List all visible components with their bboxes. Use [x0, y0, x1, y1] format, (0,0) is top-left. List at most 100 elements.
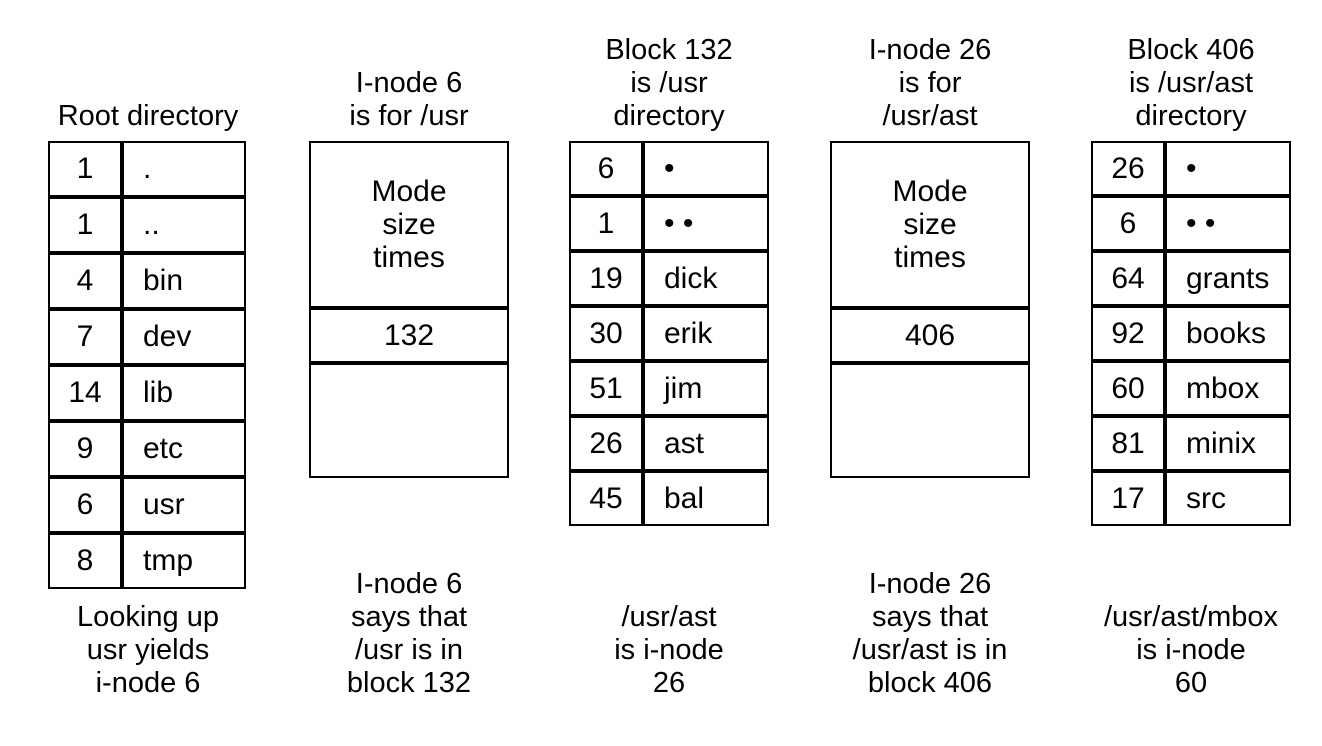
entry-name-cell: src: [1165, 471, 1291, 526]
inode-number-cell: 19: [569, 251, 643, 306]
block-132-row: 1• •: [569, 196, 769, 251]
entry-name-cell: minix: [1165, 416, 1291, 471]
entry-name-cell: ast: [643, 416, 769, 471]
inode-6-attribute-line: Mode: [371, 175, 447, 208]
entry-name-cell: jim: [643, 361, 769, 416]
block-406-title-line: directory: [1135, 100, 1247, 132]
entry-name-cell: •: [643, 141, 769, 196]
inode-6-block-pointer-cell: 132: [309, 308, 509, 363]
block-132-title-line: Block 132: [605, 34, 733, 66]
inode-number-cell: 51: [569, 361, 643, 416]
inode-number-cell: 30: [569, 306, 643, 361]
inode-26-caption-line: block 406: [867, 667, 993, 699]
entry-name-cell: bin: [122, 253, 246, 309]
inode-number-cell: 8: [48, 533, 122, 589]
inode-number-cell: 4: [48, 253, 122, 309]
inode-number-cell: 26: [1091, 141, 1165, 196]
root-directory-caption-line: i-node 6: [95, 667, 201, 699]
entry-name-cell: bal: [643, 471, 769, 526]
inode-number-cell: 1: [48, 141, 122, 197]
inode-6-attribute-line: size: [382, 208, 436, 241]
root-directory-caption-line: Looking up: [77, 601, 219, 633]
inode-26-attribute-line: times: [894, 241, 966, 274]
inode-number-cell: 7: [48, 309, 122, 365]
block-132-caption-line: /usr/ast: [621, 601, 717, 633]
block-132-title-line: directory: [613, 100, 725, 132]
block-406-row: 26•: [1091, 141, 1291, 196]
inode-number-cell: 81: [1091, 416, 1165, 471]
block-406-caption-line: 60: [1174, 667, 1208, 699]
inode-number-cell: 1: [569, 196, 643, 251]
inode-6-title-line: is for /usr: [349, 100, 469, 132]
entry-name-cell: usr: [122, 477, 246, 533]
block-132-title-line: is /usr: [630, 67, 708, 99]
entry-name-cell: mbox: [1165, 361, 1291, 416]
inode-6-title-line: I-node 6: [355, 67, 463, 99]
entry-name-cell: •: [1165, 141, 1291, 196]
root-directory-title: Root directory: [8, 100, 288, 133]
inode-6-caption-line: block 132: [346, 667, 472, 699]
block-132-row: 6•: [569, 141, 769, 196]
inode-number-cell: 14: [48, 365, 122, 421]
inode-number-cell: 60: [1091, 361, 1165, 416]
root-directory-title-line: Root directory: [57, 100, 239, 132]
inode-26-block-pointer-cell: 406: [830, 308, 1030, 363]
block-406-title-line: Block 406: [1127, 34, 1255, 66]
inode-26-title-line: I-node 26: [868, 34, 992, 66]
entry-name-cell: ..: [122, 197, 246, 253]
entry-name-cell: dev: [122, 309, 246, 365]
entry-name-cell: lib: [122, 365, 246, 421]
inode-26-attribute-line: Mode: [892, 175, 968, 208]
inode-26-caption-line: says that: [871, 601, 989, 633]
block-132-caption-line: 26: [652, 667, 686, 699]
inode-number-cell: 45: [569, 471, 643, 526]
inode-number-cell: 9: [48, 421, 122, 477]
inode-26-title-line: /usr/ast: [882, 100, 978, 132]
inode-number-cell: 6: [569, 141, 643, 196]
inode-26-title-line: is for: [898, 67, 962, 99]
block-406-row: 6• •: [1091, 196, 1291, 251]
inode-number-cell: 64: [1091, 251, 1165, 306]
inode-6-caption-line: I-node 6: [355, 568, 463, 600]
entry-name-cell: books: [1165, 306, 1291, 361]
inode-number-cell: 26: [569, 416, 643, 471]
inode-6-attribute-line: times: [373, 241, 445, 274]
entry-name-cell: grants: [1165, 251, 1291, 306]
entry-name-cell: dick: [643, 251, 769, 306]
inode-26-caption-line: /usr/ast is in: [852, 634, 1008, 666]
inode-number-cell: 17: [1091, 471, 1165, 526]
block-406-caption-line: is i-node: [1136, 634, 1246, 666]
root-directory-row: 1..: [48, 197, 246, 253]
inode-26-empty-cell: [830, 363, 1030, 478]
inode-number-cell: 6: [1091, 196, 1165, 251]
inode-number-cell: 6: [48, 477, 122, 533]
